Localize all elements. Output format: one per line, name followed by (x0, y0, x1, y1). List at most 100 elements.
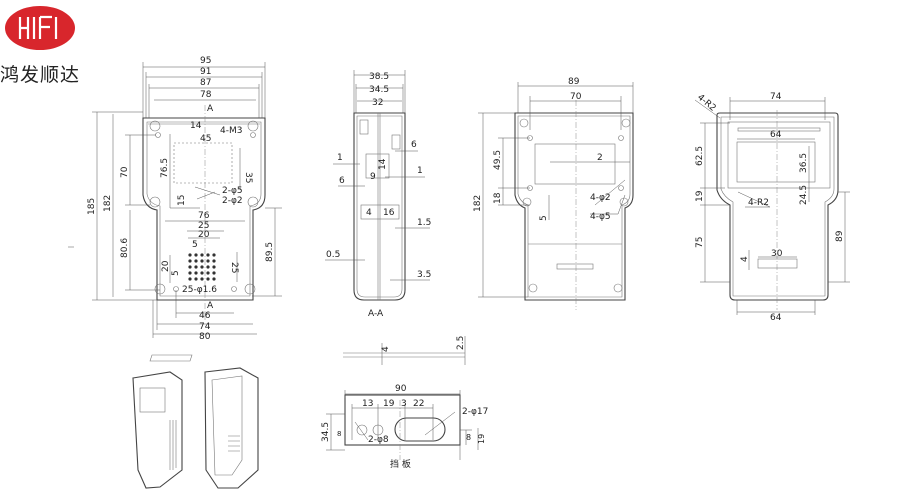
section-mark-bottom: A (207, 301, 214, 311)
dim-2-phi5: 2-φ5 (222, 186, 243, 196)
speaker-hole (212, 253, 216, 257)
dim-14: 14 (190, 121, 202, 131)
dim-89: 89 (835, 230, 845, 242)
dim-3-5: 3.5 (417, 270, 431, 280)
dim-90: 90 (395, 384, 407, 394)
speaker-hole (194, 277, 198, 281)
dim-8-left: 8 (337, 430, 341, 438)
plate-view: 4 2.5 90 13 19 3 22 2-φ17 34.5 8 2-φ8 8 … (321, 336, 488, 470)
dim-74: 74 (770, 92, 782, 102)
product-3d-renders (132, 354, 259, 489)
dim-95: 95 (200, 56, 211, 66)
speaker-hole (188, 277, 192, 281)
dim-1-5: 1.5 (417, 218, 431, 228)
dim-4: 4 (740, 256, 750, 262)
section-view: 38.5 34.5 32 6 1 14 9 1 6 4 16 1.5 0.5 3… (325, 70, 431, 319)
dim-62-5: 62.5 (695, 146, 705, 166)
dim-19: 19 (383, 399, 395, 409)
dim-38-5: 38.5 (369, 72, 389, 82)
speaker-hole (200, 259, 204, 263)
dim-5-vertical: 5 (171, 270, 181, 276)
speaker-hole (212, 277, 216, 281)
dim-76-5: 76.5 (160, 158, 170, 178)
dim-18: 18 (493, 192, 503, 204)
speaker-hole (188, 265, 192, 269)
dim-91: 91 (200, 67, 211, 77)
dim-182: 182 (103, 195, 113, 212)
dim-4-phi5: 4-φ5 (590, 212, 611, 222)
dim-46: 46 (199, 311, 211, 321)
dim-89-5: 89.5 (265, 242, 275, 262)
dim-1-left: 1 (337, 153, 343, 163)
dim-80-6: 80.6 (120, 238, 130, 258)
section-mark-top: A (207, 104, 214, 114)
dim-1-right: 1 (417, 166, 423, 176)
dim-49-5: 49.5 (493, 150, 503, 170)
dim-20-vertical: 20 (161, 260, 171, 272)
dim-78: 78 (200, 90, 212, 100)
dim-182: 182 (473, 195, 483, 212)
speaker-hole (188, 271, 192, 275)
dim-64-bottom: 64 (770, 313, 782, 323)
speaker-hole (200, 277, 204, 281)
brand-logo (5, 6, 75, 50)
dim-6-right: 6 (411, 140, 417, 150)
section-title: A-A (368, 309, 384, 319)
speaker-hole (194, 259, 198, 263)
dim-4-m3: 4-M3 (220, 126, 242, 136)
speaker-hole (200, 265, 204, 269)
speaker-hole (194, 271, 198, 275)
dim-76: 76 (198, 211, 210, 221)
dim-thickness-2-5: 2.5 (456, 336, 466, 350)
speaker-hole (206, 259, 210, 263)
speaker-hole (206, 265, 210, 269)
back-view: 89 70 182 49.5 2 18 4-φ2 5 4-φ5 (473, 77, 634, 310)
speaker-hole (212, 259, 216, 263)
dim-0-5: 0.5 (326, 250, 340, 260)
dim-9: 9 (370, 172, 376, 182)
dim-87: 87 (200, 78, 211, 88)
speaker-hole (188, 259, 192, 263)
dim-34-5: 34.5 (369, 85, 389, 95)
speaker-hole (194, 253, 198, 257)
dim-36-5: 36.5 (799, 153, 809, 173)
dim-89: 89 (568, 77, 580, 87)
dim-74: 74 (199, 322, 211, 332)
dim-3: 3 (401, 399, 407, 409)
dim-70: 70 (120, 166, 130, 178)
speaker-hole (206, 277, 210, 281)
dim-4: 4 (366, 208, 372, 218)
dim-19: 19 (695, 190, 705, 202)
dim-30: 30 (771, 249, 783, 259)
dim-22: 22 (413, 399, 424, 409)
dim-5: 5 (192, 240, 198, 250)
dim-34-5: 34.5 (321, 422, 331, 442)
dim-185: 185 (87, 198, 97, 215)
speaker-hole (206, 253, 210, 257)
speaker-hole (200, 253, 204, 257)
speaker-hole (206, 271, 210, 275)
dim-16: 16 (383, 208, 395, 218)
speaker-hole (194, 265, 198, 269)
front-view: 95 91 87 78 A 14 4-M3 45 76.5 35 70 185 … (68, 56, 282, 342)
speaker-hole (188, 253, 192, 257)
dim-64-top: 64 (770, 130, 782, 140)
dim-70: 70 (570, 92, 582, 102)
dim-25: 25 (198, 221, 209, 231)
plate-title: 挡 板 (390, 458, 411, 470)
dim-25-phi1-6: 25-φ1.6 (182, 285, 217, 295)
dim-2-phi2: 2-φ2 (222, 196, 243, 206)
dim-20: 20 (198, 230, 210, 240)
speaker-hole (212, 265, 216, 269)
dim-4-r2-top: 4-R2 (695, 93, 717, 114)
dim-13: 13 (362, 399, 373, 409)
brand-name: 鸿发顺达 (0, 64, 81, 86)
dim-75: 75 (695, 237, 705, 248)
speaker-hole (200, 271, 204, 275)
dim-5: 5 (539, 215, 549, 221)
dim-4-phi2: 4-φ2 (590, 193, 611, 203)
dim-14-vertical: 14 (378, 158, 388, 170)
dim-19-right: 19 (477, 434, 486, 444)
dim-8-right: 8 (466, 433, 471, 442)
